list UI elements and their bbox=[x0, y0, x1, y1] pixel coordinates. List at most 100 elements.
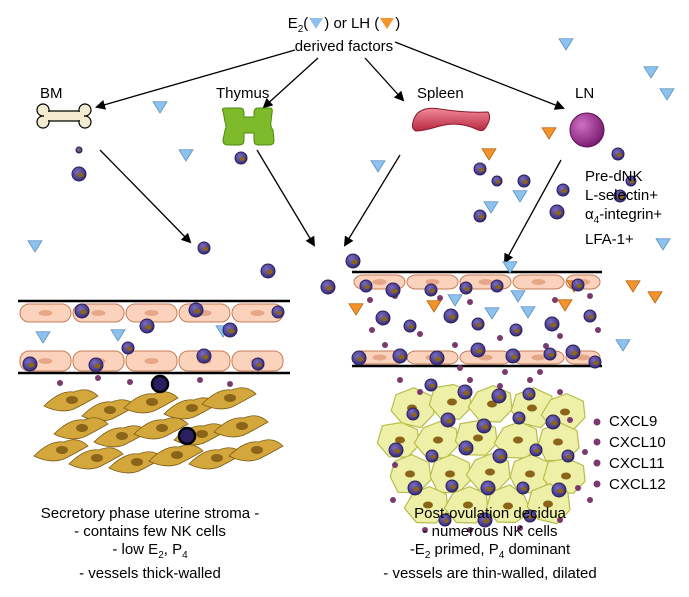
chemokine-label-cxcl9: CXCL9 bbox=[609, 413, 658, 430]
nk-cell-granule bbox=[497, 394, 504, 400]
decidual-nucleus bbox=[553, 438, 563, 446]
lh-factor-triangle bbox=[541, 127, 557, 140]
chemokine-dot bbox=[552, 297, 558, 303]
factors-header-line2: derived factors bbox=[294, 38, 394, 55]
nk-cell-granule bbox=[357, 356, 364, 362]
endothelial-nucleus bbox=[372, 279, 387, 285]
nk-cell-granule bbox=[28, 362, 35, 368]
chemokine-dot bbox=[517, 525, 523, 531]
nk-cell-granule bbox=[202, 354, 209, 360]
nk-cell-granule bbox=[476, 322, 482, 327]
arrow-bm-to-stroma bbox=[99, 149, 192, 244]
e2-factor-triangle bbox=[615, 339, 631, 352]
e2-factor-triangle bbox=[35, 331, 51, 344]
nk-cell-granule bbox=[443, 518, 449, 524]
arrow-thymus-to-stroma bbox=[256, 149, 316, 247]
e2-factor-triangle bbox=[659, 88, 675, 101]
nk-cell-granule bbox=[449, 314, 456, 320]
chemokine-dot bbox=[437, 295, 443, 301]
left-caption-line4: - vessels thick-walled bbox=[79, 565, 221, 582]
nk-cell-granule bbox=[430, 454, 436, 459]
nk-cell-granule bbox=[618, 194, 624, 199]
stromal-nucleus bbox=[76, 424, 88, 432]
stromal-nucleus bbox=[66, 396, 78, 404]
lh-factor-triangle bbox=[625, 280, 641, 293]
chemokine-dot bbox=[127, 379, 133, 385]
nk-cell-granule bbox=[476, 348, 483, 354]
decidual-nucleus bbox=[405, 470, 415, 478]
left-caption-line1: Secretory phase uterine stroma - bbox=[40, 505, 260, 522]
endothelial-nucleus bbox=[144, 310, 159, 316]
nk-cell-granule bbox=[446, 418, 453, 424]
nk-cell-granule bbox=[228, 328, 235, 334]
stromal-nucleus bbox=[104, 406, 116, 414]
decidual-nucleus bbox=[433, 436, 443, 444]
chemokine-legend-dot bbox=[593, 459, 601, 467]
nk-cell-granule bbox=[534, 448, 540, 453]
nk-cell-granule bbox=[495, 284, 501, 289]
thymus-icon bbox=[221, 107, 275, 146]
endothelial-nucleus bbox=[531, 279, 546, 285]
chemokine-dot bbox=[537, 369, 543, 375]
decidual-cells bbox=[376, 383, 586, 525]
e2-factor-triangle bbox=[483, 201, 499, 214]
nk-cell-granule bbox=[566, 454, 572, 459]
nk-cell-granule bbox=[527, 392, 533, 397]
endothelial-nucleus bbox=[425, 279, 440, 285]
endothelial-nucleus bbox=[478, 279, 493, 285]
decidual-nucleus bbox=[527, 404, 537, 412]
pre-dnk-title: Pre-dNK bbox=[585, 168, 643, 185]
ln-label: LN bbox=[575, 85, 595, 102]
e2-factor-triangle bbox=[510, 290, 526, 303]
decidual-nucleus bbox=[503, 502, 513, 510]
chemokine-dot bbox=[575, 485, 581, 491]
e2-factor-triangle bbox=[655, 238, 671, 251]
nk-cell-granule bbox=[381, 316, 388, 322]
chemokine-dot bbox=[582, 449, 588, 455]
nk-cell-granule bbox=[398, 354, 405, 360]
nk-cell-granule bbox=[517, 416, 523, 421]
decidual-nucleus bbox=[560, 408, 570, 416]
arrow-to-spleen bbox=[364, 57, 405, 102]
nk-cell-granule bbox=[528, 514, 534, 520]
lymph-node-icon bbox=[569, 112, 605, 148]
migration-arrows bbox=[95, 41, 565, 264]
nk-cell-granule bbox=[435, 356, 442, 362]
e2-factor-triangle bbox=[152, 101, 168, 114]
chemokine-dot bbox=[467, 527, 473, 533]
chemokine-dot bbox=[57, 380, 63, 386]
left-endothelium-top bbox=[19, 303, 284, 323]
nk-cell-granule bbox=[464, 446, 471, 452]
nk-cell-granule bbox=[408, 324, 414, 329]
chemokine-dot bbox=[567, 417, 573, 423]
nk-cell-granule bbox=[521, 486, 527, 491]
left-blood-vessel bbox=[18, 299, 290, 375]
nk-cell-granule bbox=[202, 246, 208, 251]
stromal-nucleus bbox=[156, 424, 168, 432]
nk-cell-granule bbox=[80, 309, 87, 315]
nk-cell-granule bbox=[571, 350, 578, 356]
decidual-nucleus bbox=[561, 472, 571, 480]
nk-cell-granule bbox=[463, 390, 470, 396]
nk-cell-granule bbox=[514, 328, 520, 333]
chemokine-dot bbox=[467, 299, 473, 305]
spleen-icon bbox=[411, 107, 491, 132]
stromal-nucleus bbox=[251, 446, 263, 454]
decidual-nucleus bbox=[395, 436, 405, 444]
chemokine-dot bbox=[497, 383, 503, 389]
bm-label: BM bbox=[40, 85, 63, 102]
decidua-caption: Post-ovulation decidua - numerous NK cel… bbox=[340, 505, 640, 583]
arrow-to-ln bbox=[394, 41, 565, 110]
chemokine-dot bbox=[502, 369, 508, 375]
nk-cell-granule bbox=[486, 486, 493, 492]
chemokine-legend-dot bbox=[593, 438, 601, 446]
nk-cell-granule bbox=[450, 484, 456, 489]
decidual-nucleus bbox=[463, 501, 473, 509]
chemokine-dot bbox=[452, 342, 458, 348]
endothelial-nucleus bbox=[250, 310, 265, 316]
pre-dnk-markers: Pre-dNK L-selectin+ α4-integrin+ LFA-1+ bbox=[585, 167, 662, 249]
stromal-nucleus bbox=[56, 446, 68, 454]
nk-cell-granule bbox=[478, 214, 484, 219]
nk-cell-granule bbox=[478, 167, 484, 172]
